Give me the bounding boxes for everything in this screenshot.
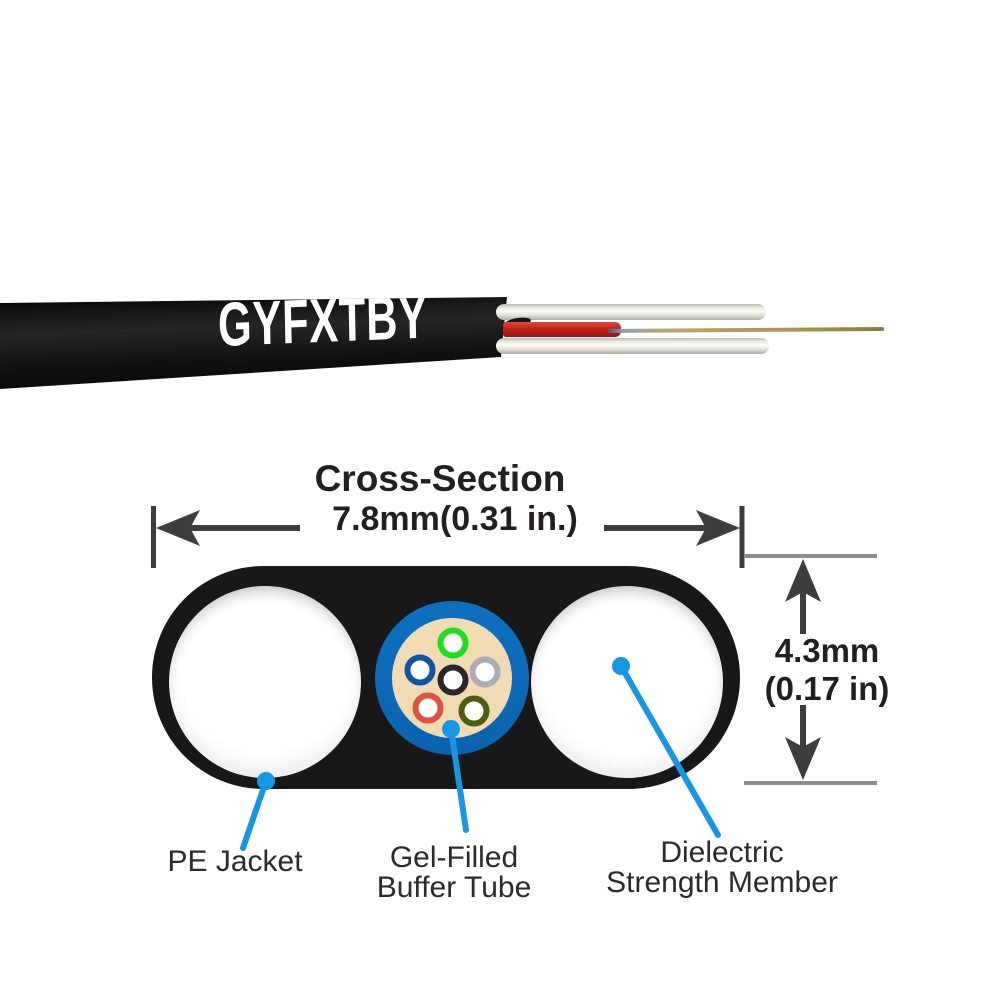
fiber-red	[412, 692, 444, 724]
height-arrowhead-down	[785, 737, 821, 780]
strength-member-label-line2: Strength Member	[606, 866, 838, 899]
width-dimension-text: 7.8mm(0.31 in.)	[332, 500, 578, 538]
buffer-tube-label-line2: Buffer Tube	[376, 871, 532, 904]
strength-member-rod-top	[496, 304, 766, 320]
height-dimension-text-in: (0.17 in)	[764, 670, 890, 707]
red-buffer-tube	[503, 322, 621, 337]
cross-section-title: Cross-Section	[314, 458, 566, 499]
width-arrowhead-left	[156, 510, 200, 546]
cable-jacket: GYFXTBY	[0, 297, 507, 389]
buffer-tube-label-line1: Gel-Filled	[389, 841, 519, 874]
strength-member-circle-left	[169, 586, 361, 778]
strength-member-rod-bottom	[496, 338, 769, 354]
buffer-tube-label: Gel-Filled Buffer Tube	[354, 843, 554, 903]
fiber-gray	[469, 656, 501, 688]
fiber-green	[437, 627, 469, 659]
fiber-blue	[404, 654, 436, 686]
cable-model-text: GYFXTBY	[217, 282, 429, 360]
height-dimension-text-mm: 4.3mm	[774, 632, 880, 669]
fiber-black	[437, 664, 469, 696]
fiber-olive	[458, 695, 490, 727]
pe-jacket-label: PE Jacket	[135, 847, 335, 877]
strength-member-label: Dielectric Strength Member	[597, 838, 847, 898]
cable-photo: GYFXTBY	[0, 295, 900, 395]
pe-jacket-leader-line	[240, 778, 269, 851]
strength-member-circle-right	[531, 586, 723, 778]
pe-jacket-label-text: PE Jacket	[167, 845, 303, 878]
strength-member-label-line1: Dielectric	[660, 836, 784, 869]
height-arrowhead-up	[785, 559, 821, 602]
bare-fiber-strand	[607, 327, 885, 333]
